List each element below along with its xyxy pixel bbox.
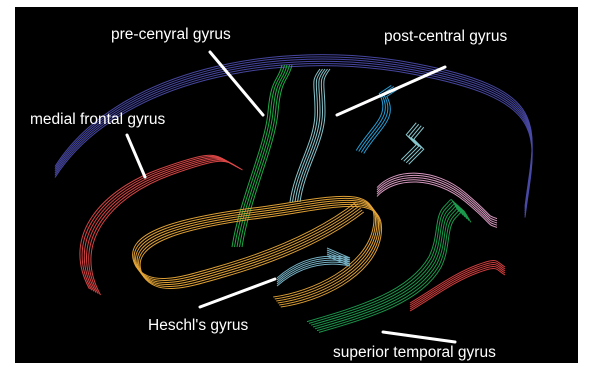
label-pointer-line xyxy=(127,135,145,177)
diagram-panel: pre-cenyral gyrus post-central gyrus med… xyxy=(15,7,578,363)
post-central-blue-tract xyxy=(356,86,424,165)
label-post-central-gyrus: post-central gyrus xyxy=(384,29,507,45)
fiber-tract-illustration xyxy=(15,7,578,363)
label-pointer-line xyxy=(200,279,275,307)
label-medial-frontal-gyrus: medial frontal gyrus xyxy=(30,112,165,128)
post-central-fiber xyxy=(293,69,323,202)
heschl-fiber xyxy=(140,206,381,307)
heschl-orange-tract xyxy=(133,196,382,307)
label-heschls-gyrus: Heschl's gyrus xyxy=(148,318,248,334)
heschl-fiber xyxy=(137,202,378,303)
superior-temporal-red-fiber xyxy=(410,269,505,311)
pink-fiber xyxy=(377,180,497,225)
label-pointer-line xyxy=(383,332,455,342)
heschl-fiber xyxy=(139,204,380,305)
post-central-fiber xyxy=(300,69,330,202)
label-pre-central-gyrus: pre-cenyral gyrus xyxy=(111,27,231,43)
post-central-fiber xyxy=(295,69,325,202)
label-pointer-line xyxy=(337,67,445,115)
heschl-inner-tract xyxy=(277,248,350,286)
medial-frontal-fiber xyxy=(84,158,236,292)
label-superior-temporal-gyrus: superior temporal gyrus xyxy=(333,345,496,361)
post-central-fiber xyxy=(298,69,328,202)
pre-central-tract xyxy=(232,65,292,247)
arc-fiber xyxy=(55,55,532,207)
post-central-tract xyxy=(290,69,330,202)
pre-central-fiber xyxy=(232,65,282,247)
parietal-pink-tract xyxy=(377,173,497,227)
